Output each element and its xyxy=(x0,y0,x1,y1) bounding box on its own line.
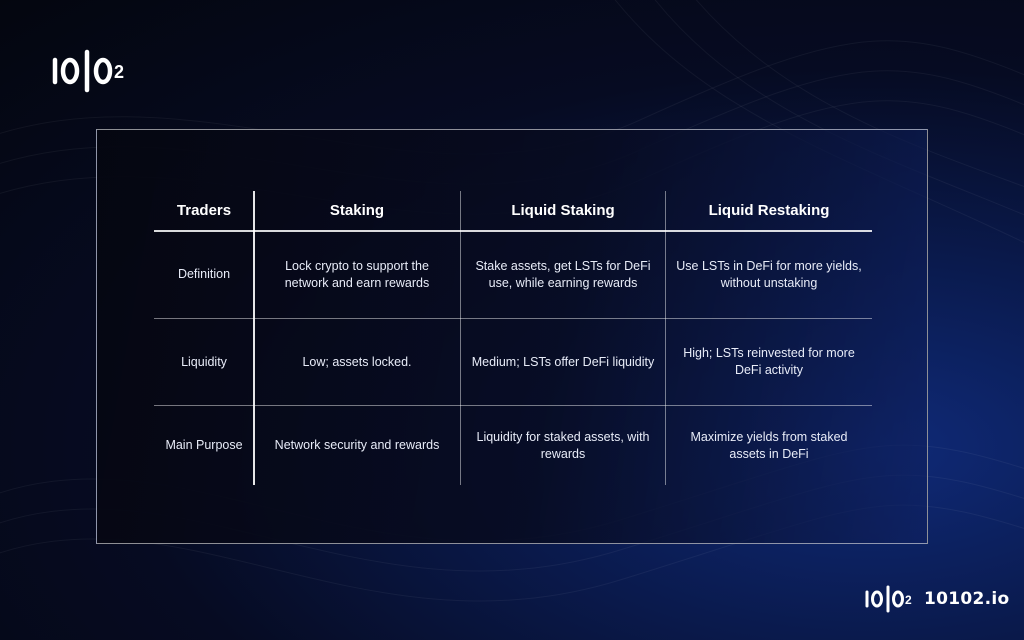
footer-brand: 2 10102.io xyxy=(864,584,1010,614)
table-cell: Maximize yields from staked assets in De… xyxy=(690,429,848,461)
table-cell: High; LSTs reinvested for more DeFi acti… xyxy=(683,346,855,377)
brand-logo-small: 2 xyxy=(865,585,912,613)
column-divider xyxy=(460,191,461,485)
table-cell: Stake assets, get LSTs for DeFi use, whi… xyxy=(475,258,651,290)
header-traders: Traders xyxy=(176,201,232,219)
comparison-panel: Traders Staking Liquid Staking Liquid Re… xyxy=(96,129,928,544)
column-divider xyxy=(665,191,666,485)
header-liquid-restaking: Liquid Restaking xyxy=(708,201,830,219)
row-label-liquidity: Liquidity xyxy=(181,354,227,369)
comparison-table: Traders Staking Liquid Staking Liquid Re… xyxy=(154,191,872,485)
table-cell: Use LSTs in DeFi for more yields, withou… xyxy=(676,258,862,290)
header-divider xyxy=(154,230,872,232)
site-url: 10102.io xyxy=(924,589,1010,609)
row-label-definition: Definition xyxy=(177,267,231,281)
row-divider xyxy=(154,318,872,319)
header-staking: Staking xyxy=(329,201,385,219)
table-cell: Medium; LSTs offer DeFi liquidity xyxy=(471,354,655,369)
table-cell: Network security and rewards xyxy=(274,438,440,452)
row-divider xyxy=(154,405,872,406)
row-label-main-purpose: Main Purpose xyxy=(165,438,243,452)
table-cell: Liquidity for staked assets, with reward… xyxy=(476,429,650,461)
brand-logo: 2 xyxy=(52,49,124,93)
svg-text:2: 2 xyxy=(114,62,124,82)
table-cell: Low; assets locked. xyxy=(302,354,412,369)
svg-text:2: 2 xyxy=(905,593,912,607)
column-divider xyxy=(253,191,255,485)
header-liquid-staking: Liquid Staking xyxy=(511,201,615,219)
table-cell: Lock crypto to support the network and e… xyxy=(284,258,430,290)
